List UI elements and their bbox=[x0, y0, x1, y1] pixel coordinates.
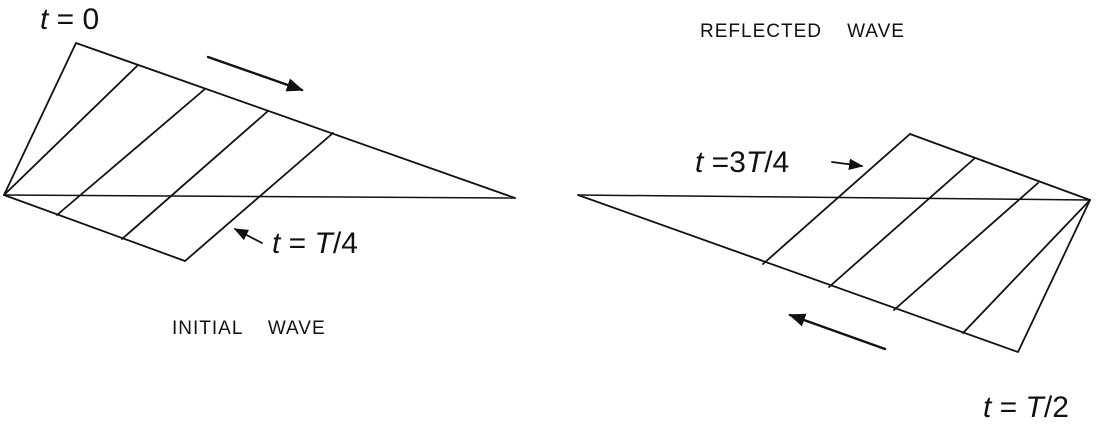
reflected-wave-figure bbox=[577, 133, 1091, 353]
reflected-wave-shape-t-half bbox=[577, 194, 1091, 353]
reflected-wave-position-3 bbox=[962, 199, 1091, 334]
initial-wave-lower-edge bbox=[3, 194, 186, 262]
label-t-zero: t = 0 bbox=[40, 3, 99, 36]
initial-wave-position-t-quarter bbox=[184, 132, 334, 262]
reflected-wave-position-1 bbox=[828, 157, 976, 288]
t-three-quarter-pointer-arrow bbox=[831, 158, 864, 170]
initial-wave-position-1 bbox=[3, 65, 138, 196]
label-t-half: t = T/2 bbox=[983, 391, 1069, 424]
reflected-baseline bbox=[577, 194, 1091, 201]
reflected-wave-position-2 bbox=[893, 182, 1039, 311]
label-t-quarter: t = T/4 bbox=[272, 227, 358, 260]
reflected-direction-arrow bbox=[788, 313, 887, 351]
initial-wave-position-2 bbox=[56, 88, 206, 216]
initial-wave-position-3 bbox=[121, 110, 269, 240]
initial-wave-figure bbox=[3, 42, 516, 262]
initial-wave-shape-t0 bbox=[3, 42, 516, 199]
reflected-wave-position-t-three-quarter bbox=[762, 133, 911, 265]
label-t-three-quarter: t =3T/4 bbox=[695, 146, 789, 179]
caption-reflected-wave: REFLECTED WAVE bbox=[700, 21, 905, 42]
reflected-wave-upper-edge bbox=[909, 133, 1091, 201]
caption-initial-wave: INITIAL WAVE bbox=[172, 318, 326, 339]
t-quarter-pointer-arrow bbox=[233, 228, 263, 244]
initial-direction-arrow bbox=[206, 55, 304, 92]
